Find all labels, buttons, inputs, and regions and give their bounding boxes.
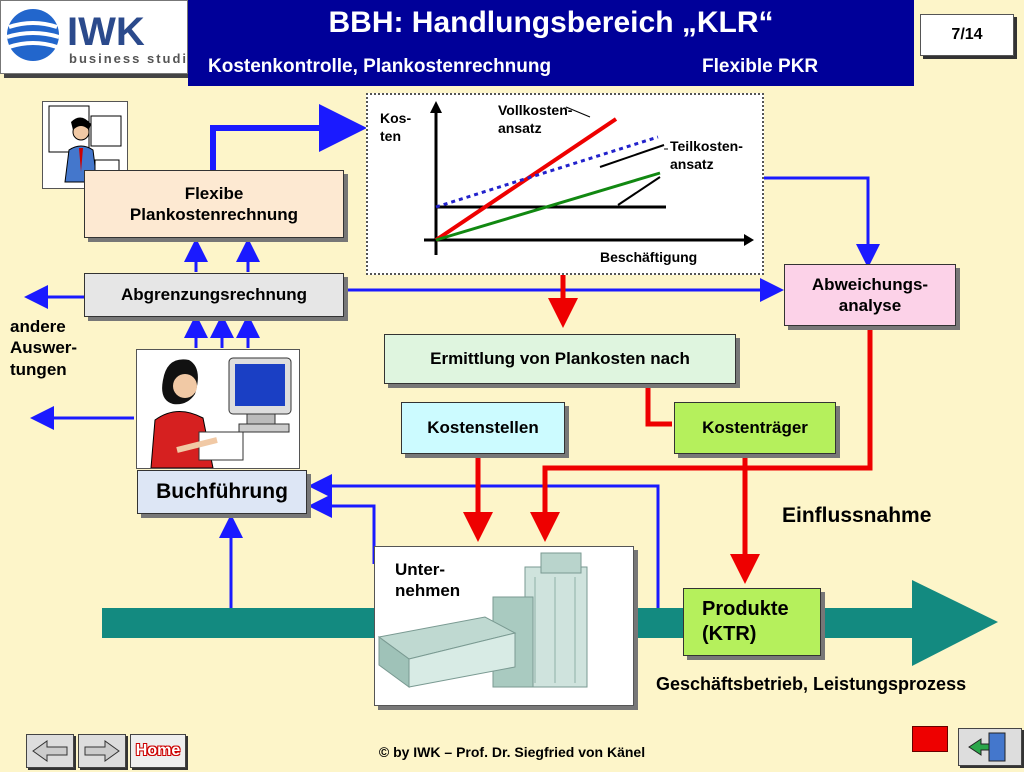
woman-at-computer-clipart — [136, 349, 300, 469]
unternehmen-box: Unter- nehmen — [374, 546, 634, 706]
page-number: 7/14 — [920, 14, 1014, 56]
flexible-pkr-label: Flexibe Plankostenrechnung — [129, 183, 299, 224]
abgrenzungsrechnung-box: Abgrenzungsrechnung — [84, 273, 344, 317]
arrow-flex-to-chart — [210, 104, 367, 170]
arrow-ermittlung-to-kostentraeger — [645, 384, 672, 427]
abweichungsanalyse-label: Abweichungs- analyse — [811, 274, 929, 315]
exit-door-icon — [968, 732, 1006, 762]
vollkosten-label-2: ansatz — [498, 120, 542, 136]
flexible-pkr-box: Flexibe Plankostenrechnung — [84, 170, 344, 238]
page-subtitle-right: Flexible PKR — [702, 56, 819, 77]
home-button[interactable]: Home — [130, 734, 186, 768]
home-label: Home — [135, 742, 181, 759]
red-indicator — [912, 726, 948, 752]
teilkosten-label-1: Teilkosten- — [670, 138, 743, 154]
globe-icon: IWK business studio — [6, 9, 196, 66]
teilkosten-label-2: ansatz — [670, 156, 714, 172]
vollkosten-label-1: Vollkosten- — [498, 102, 573, 118]
arrow-left-icon — [32, 740, 68, 762]
logo-text: IWK — [67, 10, 145, 54]
title-bar: BBH: Handlungsbereich „KLR“ Kostenkontro… — [188, 0, 914, 86]
arrow-process-to-buch — [308, 474, 660, 612]
building-icon — [377, 552, 588, 688]
buchfuehrung-label: Buchführung — [156, 479, 288, 503]
x-axis-label: Beschäftigung — [600, 249, 697, 265]
header: IWK business studio BBH: Handlungsbereic… — [0, 0, 1024, 86]
process-arrow-head — [912, 580, 998, 666]
y-axis-label-1: Kos- — [380, 110, 411, 126]
cost-chart: Kos- ten Vollkosten- ansatz Teilkosten- … — [366, 93, 764, 275]
einflussnahme-label: Einflussnahme — [782, 504, 932, 527]
abgrenzungsrechnung-label: Abgrenzungsrechnung — [120, 285, 308, 305]
kostentraeger-label: Kostenträger — [702, 418, 808, 438]
abweichungsanalyse-box: Abweichungs- analyse — [784, 264, 956, 326]
produkte-label: Produkte (KTR) — [702, 598, 789, 645]
ermittlung-box: Ermittlung von Plankosten nach — [384, 334, 736, 384]
iwk-logo: IWK business studio — [0, 0, 196, 74]
vollkosten-line — [434, 117, 618, 242]
teilkosten-line — [435, 171, 661, 242]
arrow-chart-to-abw — [762, 176, 880, 268]
buchfuehrung-box: Buchführung — [137, 470, 307, 514]
geschaeftsbetrieb-label: Geschäftsbetrieb, Leistungsprozess — [656, 674, 967, 694]
plankosten-dotted-line — [435, 135, 659, 209]
cost-chart-svg: Kos- ten Vollkosten- ansatz Teilkosten- … — [380, 101, 754, 265]
arrow-unternehmen-to-buch — [308, 494, 376, 564]
arrow-right-icon — [84, 740, 120, 762]
exit-button[interactable] — [958, 728, 1022, 766]
produkte-box: Produkte (KTR) — [683, 588, 821, 656]
arrow-abw-feedback — [530, 326, 873, 542]
kostenstellen-box: Kostenstellen — [401, 402, 565, 454]
y-axis-label-2: ten — [380, 128, 401, 144]
page-subtitle: Kostenkontrolle, Plankostenrechnung — [208, 56, 552, 77]
logo-subtext: business studio — [69, 51, 187, 66]
unternehmen-label: Unter- nehmen — [395, 560, 461, 601]
kostentraeger-box: Kostenträger — [674, 402, 836, 454]
page-title: BBH: Handlungsbereich „KLR“ — [328, 6, 774, 39]
copyright-text: © by IWK – Prof. Dr. Siegfried von Känel — [378, 744, 646, 760]
andere-auswertungen-label: andere Auswer- tungen — [10, 317, 78, 379]
kostenstellen-label: Kostenstellen — [427, 418, 539, 438]
forward-button[interactable] — [78, 734, 126, 768]
ermittlung-label: Ermittlung von Plankosten nach — [430, 349, 690, 369]
